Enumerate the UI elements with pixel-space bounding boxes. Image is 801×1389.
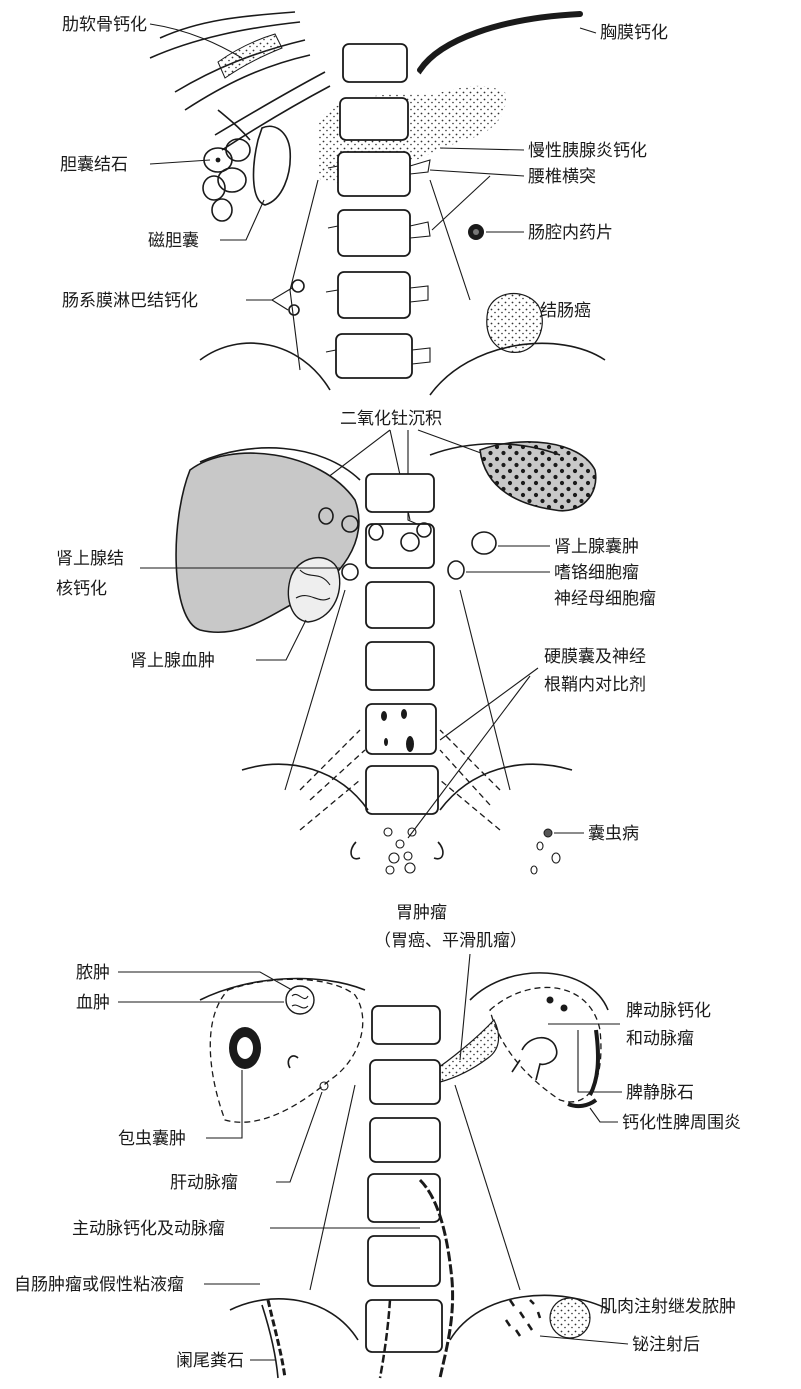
panel-3: 胃肿瘤 （胃癌、平滑肌瘤） bbox=[14, 903, 741, 1379]
adrenal-hematoma bbox=[287, 556, 341, 623]
label-phlebolith: 脾静脉石 bbox=[626, 1083, 694, 1103]
label-transverse-process: 腰椎横突 bbox=[528, 167, 596, 187]
label-splenic-artery-2: 和动脉瘤 bbox=[626, 1029, 694, 1049]
label-neuroblastoma: 神经母细胞瘤 bbox=[554, 589, 656, 609]
label-adrenal-hematoma: 肾上腺血肿 bbox=[130, 651, 215, 671]
sacral-contrast-dots bbox=[350, 827, 444, 875]
bismuth-deposits bbox=[504, 1299, 542, 1337]
label-adrenal-cyst: 肾上腺囊肿 bbox=[554, 537, 639, 557]
panel-2: 二氧化钍沉积 bbox=[56, 409, 656, 875]
label-contrast-2: 根鞘内对比剂 bbox=[544, 675, 646, 695]
label-bismuth: 铋注射后 bbox=[632, 1335, 700, 1355]
mesenteric-node-icon bbox=[288, 304, 300, 316]
mesenteric-node-icon bbox=[291, 279, 305, 293]
label-gastric-1: 胃肿瘤 bbox=[396, 903, 447, 923]
label-thorotrast: 二氧化钍沉积 bbox=[340, 409, 442, 429]
label-pleura: 胸膜钙化 bbox=[600, 23, 668, 43]
label-pancreatitis-spleen: 钙化性脾周围炎 bbox=[622, 1113, 741, 1133]
label-abscess: 脓肿 bbox=[76, 963, 110, 983]
liver-outline-dashed bbox=[209, 978, 364, 1123]
label-intramuscular-abscess: 肌肉注射继发脓肿 bbox=[600, 1297, 736, 1317]
aortic-calcification bbox=[418, 1178, 455, 1379]
label-mesenteric-node: 肠系膜淋巴结钙化 bbox=[62, 291, 198, 311]
adrenal-calcifications bbox=[318, 507, 465, 581]
label-cysticercosis: 囊虫病 bbox=[588, 824, 639, 844]
label-contrast-1: 硬膜囊及神经 bbox=[544, 647, 646, 667]
gallstones bbox=[202, 138, 251, 222]
label-hematoma: 血肿 bbox=[76, 993, 110, 1013]
label-hydatid: 包虫囊肿 bbox=[118, 1129, 186, 1149]
gastric-tumor bbox=[431, 1018, 500, 1083]
spine-panel-1 bbox=[325, 43, 431, 379]
colon-cancer-mass bbox=[486, 292, 543, 353]
label-appendix-mucocele: 自肠肿瘤或假性粘液瘤 bbox=[14, 1275, 184, 1295]
label-appendicolith: 阑尾粪石 bbox=[176, 1351, 244, 1371]
rib-cartilage-calcification bbox=[217, 33, 283, 79]
abscess-icon bbox=[285, 985, 315, 1015]
label-colon-cancer: 结肠癌 bbox=[540, 301, 591, 321]
label-gallstone: 胆囊结石 bbox=[60, 155, 128, 175]
label-rib-cartilage: 肋软骨钙化 bbox=[62, 15, 147, 35]
label-pill: 肠腔内药片 bbox=[528, 223, 613, 243]
intramuscular-abscess-icon bbox=[549, 1297, 591, 1339]
label-gastric-2: （胃癌、平滑肌瘤） bbox=[374, 931, 527, 951]
label-pancreatitis: 慢性胰腺炎钙化 bbox=[528, 140, 647, 161]
pleural-calcification bbox=[417, 11, 583, 73]
label-pheo: 嗜铬细胞瘤 bbox=[554, 563, 639, 583]
spine-panel-3 bbox=[365, 1005, 443, 1353]
label-adrenal-tb-1: 肾上腺结 bbox=[56, 549, 124, 569]
label-splenic-artery-1: 脾动脉钙化 bbox=[626, 1001, 711, 1021]
hepatic-aneurysm-icon bbox=[319, 1081, 329, 1091]
spleen-outline-dashed bbox=[489, 986, 602, 1103]
label-adrenal-tb-2: 核钙化 bbox=[56, 579, 107, 599]
label-aortic: 主动脉钙化及动脉瘤 bbox=[72, 1219, 225, 1239]
label-porcelain-gallbladder: 磁胆囊 bbox=[148, 231, 199, 251]
label-hepatic-aneurysm: 肝动脉瘤 bbox=[170, 1173, 238, 1193]
porcelain-gallbladder bbox=[252, 125, 292, 206]
spine-panel-2 bbox=[365, 473, 439, 815]
adrenal-cyst bbox=[471, 531, 497, 555]
panel-1: 肋软骨钙化 胸膜钙化 胆囊结石 慢性胰腺炎钙化 腰椎横突 磁胆囊 肠腔内药片 肠… bbox=[60, 11, 668, 396]
splenic-artery-aneurysm bbox=[511, 1036, 558, 1081]
cysticercosis-icons bbox=[530, 828, 561, 875]
